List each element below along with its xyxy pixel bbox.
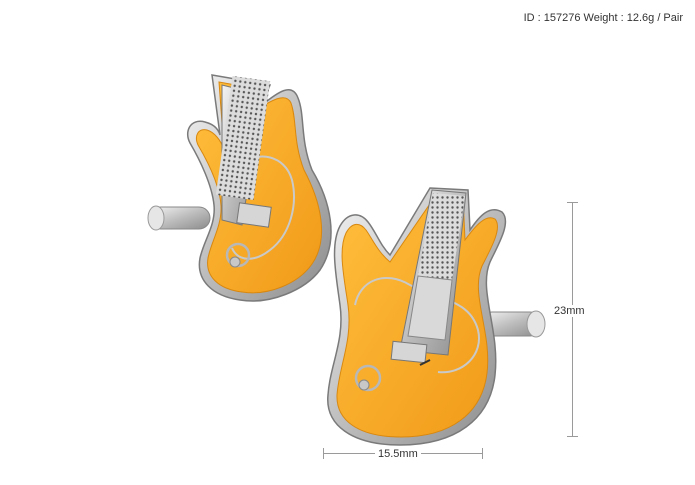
product-id: ID : 157276 bbox=[523, 12, 581, 24]
right-cufflink bbox=[327, 187, 546, 446]
left-cufflink bbox=[147, 74, 332, 302]
product-info: ID : 157276 Weight : 12.6g / Pair bbox=[524, 12, 683, 24]
height-dimension-label: 23mm bbox=[551, 305, 588, 317]
height-dimension-tick-top bbox=[567, 202, 578, 203]
height-dimension-tick-bottom bbox=[567, 436, 578, 437]
height-dimension-line bbox=[572, 202, 573, 437]
product-weight: Weight : 12.6g / Pair bbox=[583, 12, 683, 24]
width-dimension-tick-left bbox=[323, 448, 324, 459]
width-dimension-tick-right bbox=[482, 448, 483, 459]
width-dimension-label: 15.5mm bbox=[375, 448, 421, 460]
